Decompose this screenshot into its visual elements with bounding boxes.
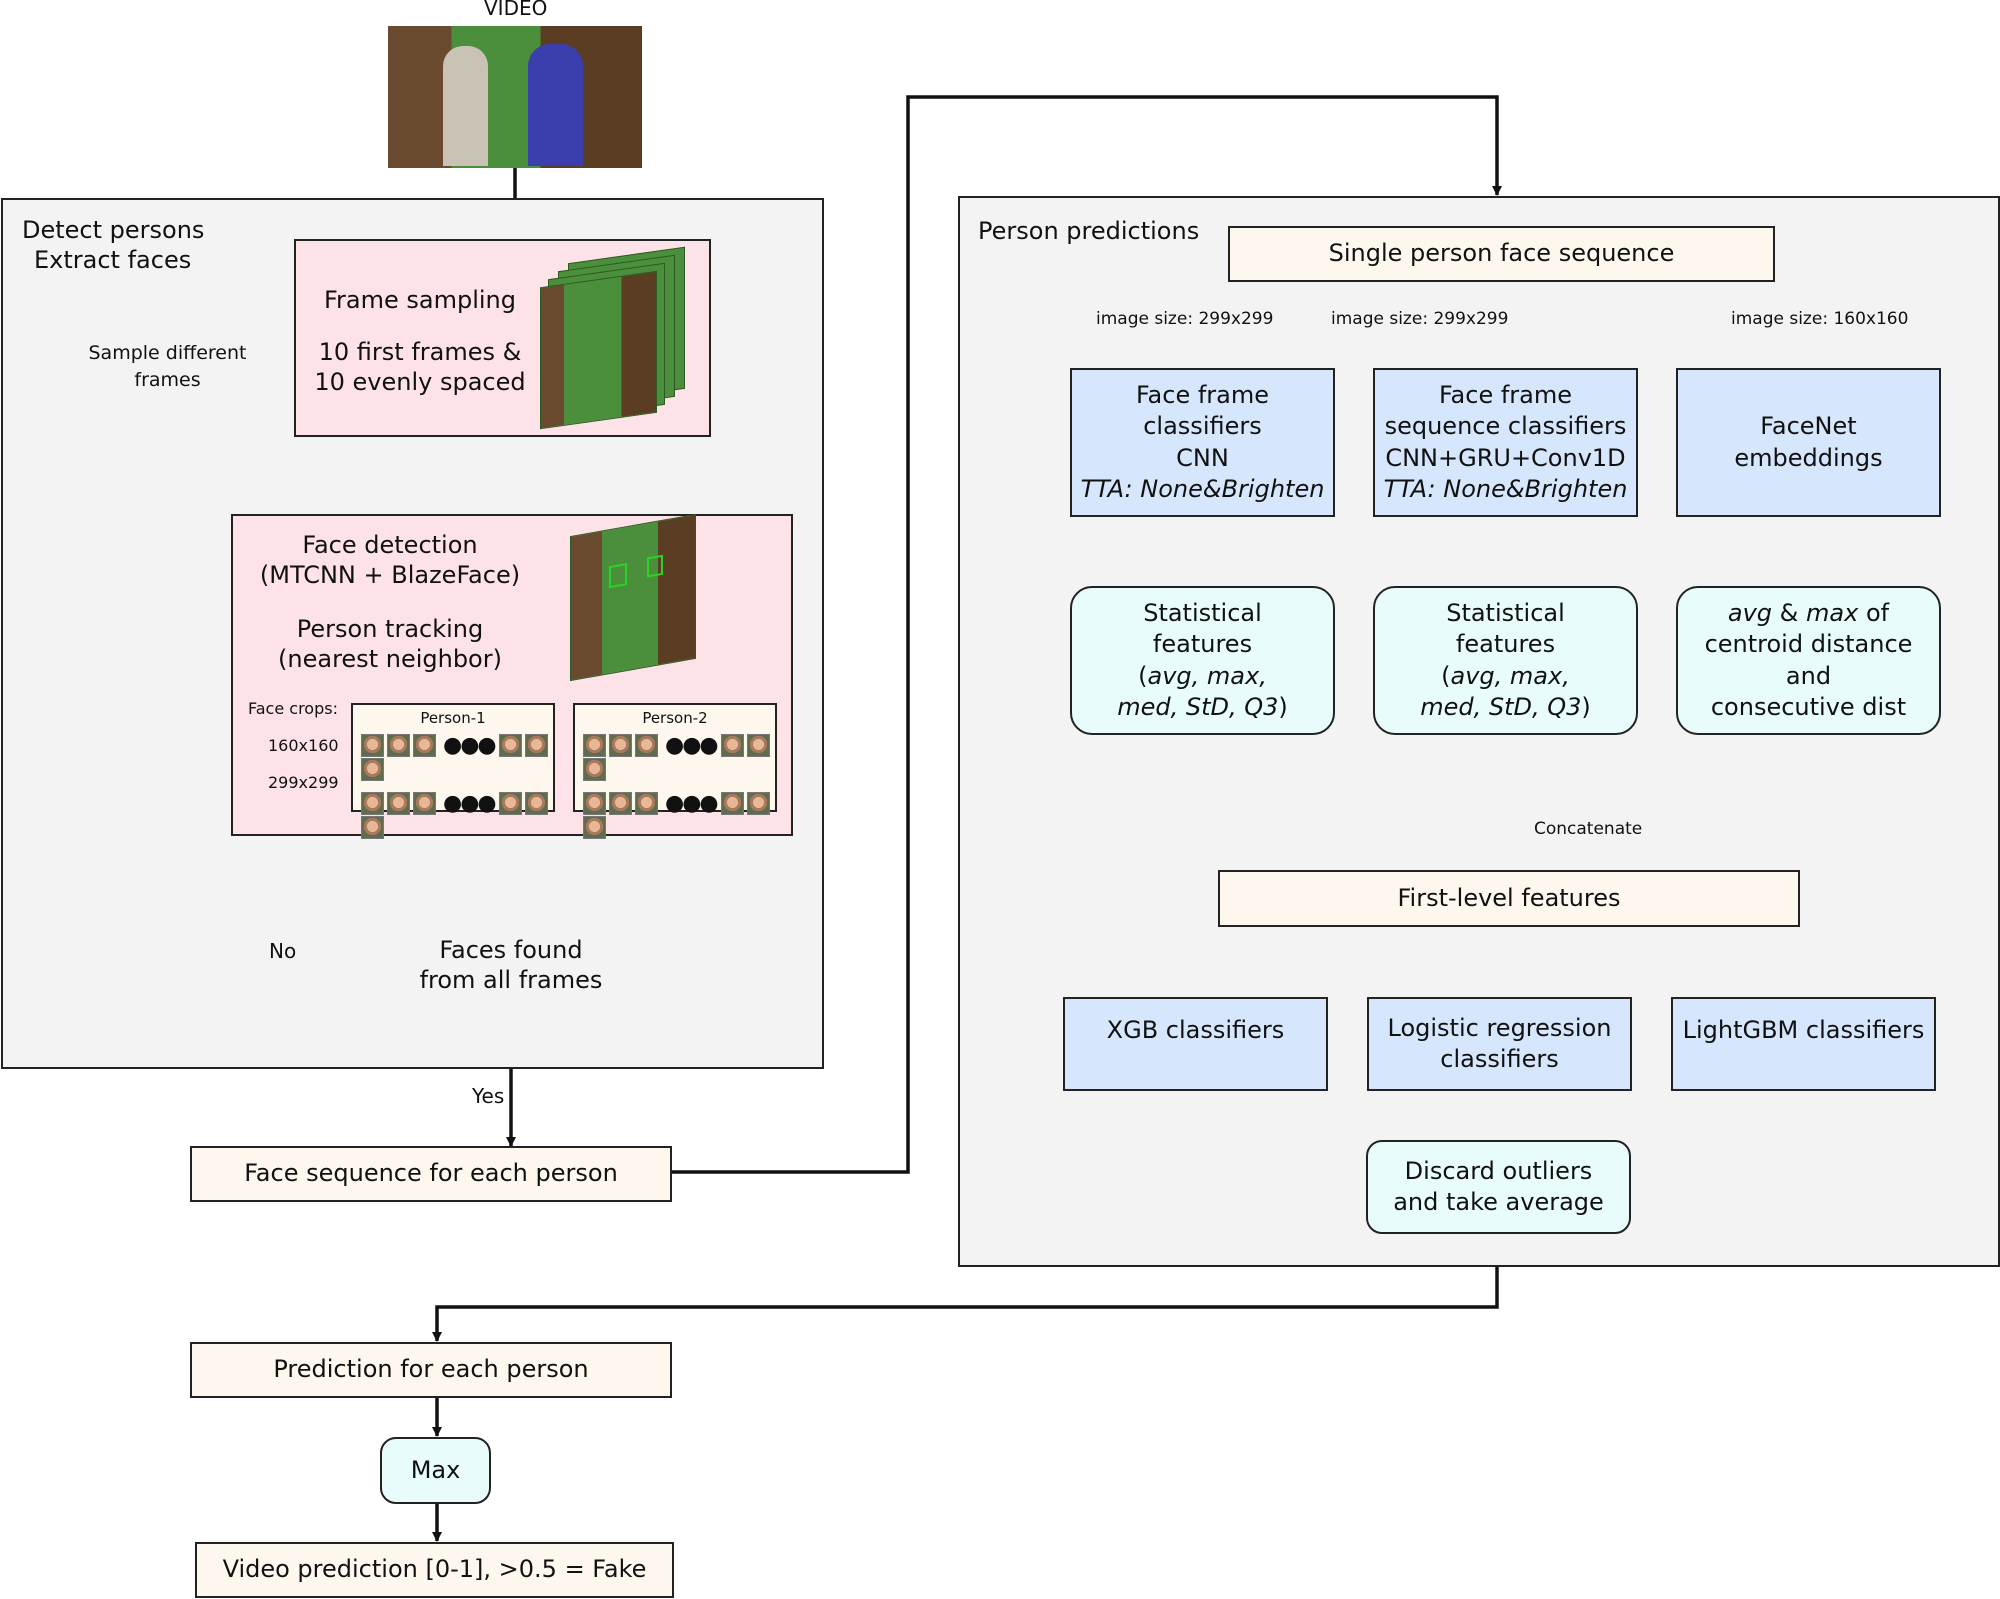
- yes-label: Yes: [472, 1084, 505, 1108]
- single-sequence-box: Single person face sequence: [1228, 226, 1775, 282]
- left-panel-title: Detect persons Extract faces: [22, 216, 205, 274]
- person-1-crops: Person-1 ●●● ●●●: [351, 703, 555, 839]
- image-size-label-3: image size: 160x160: [1731, 309, 1909, 329]
- arrow-sequence-to-right: [672, 95, 1502, 1174]
- arrow-right-to-prediction: [432, 1267, 1499, 1342]
- concatenate-label: Concatenate: [1534, 819, 1643, 839]
- video-label: VIDEO: [484, 0, 548, 20]
- xgb-box: XGB classifiers: [1063, 997, 1328, 1091]
- video-thumbnail: [388, 26, 642, 168]
- person-2-label: Person-2: [642, 709, 708, 727]
- person-2-row-160: ●●●: [583, 733, 775, 781]
- frame-stack-image: [540, 246, 685, 430]
- distance-features-box: avg & max of centroid distance and conse…: [1676, 586, 1941, 735]
- stat-features-box-1: Statistical features (avg, max, med, StD…: [1070, 586, 1335, 735]
- video-prediction-box: Video prediction [0-1], >0.5 = Fake: [195, 1542, 674, 1598]
- no-label: No: [269, 939, 297, 963]
- face-frame-classifier-box: Face frame classifiers CNN TTA: None&Bri…: [1070, 368, 1335, 517]
- person-1-label: Person-1: [420, 709, 486, 727]
- person-2-row-299: ●●●: [583, 791, 775, 839]
- face-detection-text: Face detection (MTCNN + BlazeFace) Perso…: [259, 531, 521, 673]
- decision-text: Faces found from all frames: [419, 936, 603, 994]
- prediction-each-box: Prediction for each person: [190, 1342, 672, 1398]
- stat-features-box-2: Statistical features (avg, max, med, StD…: [1373, 586, 1638, 735]
- logreg-box: Logistic regression classifiers: [1367, 997, 1632, 1091]
- discard-outliers-box: Discard outliers and take average: [1366, 1140, 1631, 1234]
- right-panel-title: Person predictions: [978, 217, 1200, 245]
- size-160-label: 160x160: [268, 736, 339, 755]
- first-level-features-box: First-level features: [1218, 870, 1800, 927]
- frame-sampling-text: Frame sampling 10 first frames & 10 even…: [314, 286, 526, 396]
- person-1-row-160: ●●●: [361, 733, 553, 781]
- person-1-row-299: ●●●: [361, 791, 553, 839]
- image-size-label-1: image size: 299x299: [1096, 309, 1274, 329]
- person-2-crops: Person-2 ●●● ●●●: [573, 703, 777, 839]
- face-crops-label: Face crops:: [248, 699, 338, 718]
- sample-different-label: Sample different frames: [88, 342, 247, 391]
- image-size-label-2: image size: 299x299: [1331, 309, 1509, 329]
- max-box: Max: [380, 1437, 491, 1504]
- sequence-classifier-box: Face frame sequence classifiers CNN+GRU+…: [1373, 368, 1638, 517]
- face-sequence-box: Face sequence for each person: [190, 1146, 672, 1202]
- facenet-box: FaceNet embeddings: [1676, 368, 1941, 517]
- lgbm-box: LightGBM classifiers: [1671, 997, 1936, 1091]
- size-299-label: 299x299: [268, 773, 339, 792]
- face-detection-image: [570, 513, 696, 682]
